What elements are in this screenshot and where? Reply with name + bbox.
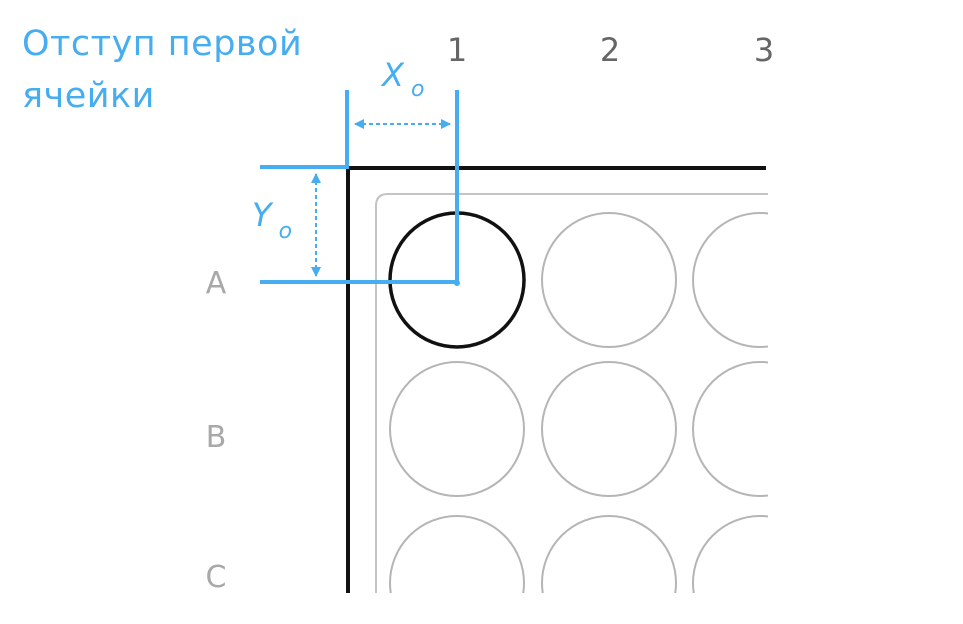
well-c2 [541,515,677,593]
well-b2 [541,361,677,497]
title-line-1: Отступ первой [22,24,303,64]
y-offset-main: Y [252,196,274,234]
column-label-3: 3 [754,31,774,69]
well-a1-center-dot [454,280,460,286]
row-label-c: C [206,560,227,595]
well-c3 [692,515,768,593]
well-c1 [389,515,525,593]
row-label-a: A [206,266,227,301]
column-label-1: 1 [447,31,467,69]
plate-inner-edge [375,193,768,593]
well-a2 [541,212,677,348]
plate [375,193,768,593]
y-offset-subscript: o [279,219,292,244]
well-a3 [692,212,768,348]
y-offset-label: Y o [252,196,292,244]
column-label-2: 2 [600,31,620,69]
x-offset-subscript: o [411,77,424,102]
diagram-title: Отступ первой ячейки [22,18,302,122]
well-b1 [389,361,525,497]
x-offset-label: X o [380,56,424,102]
title-line-2: ячейки [22,76,155,116]
well-b3 [692,361,768,497]
row-label-b: B [206,420,227,455]
x-offset-main: X [380,56,405,94]
